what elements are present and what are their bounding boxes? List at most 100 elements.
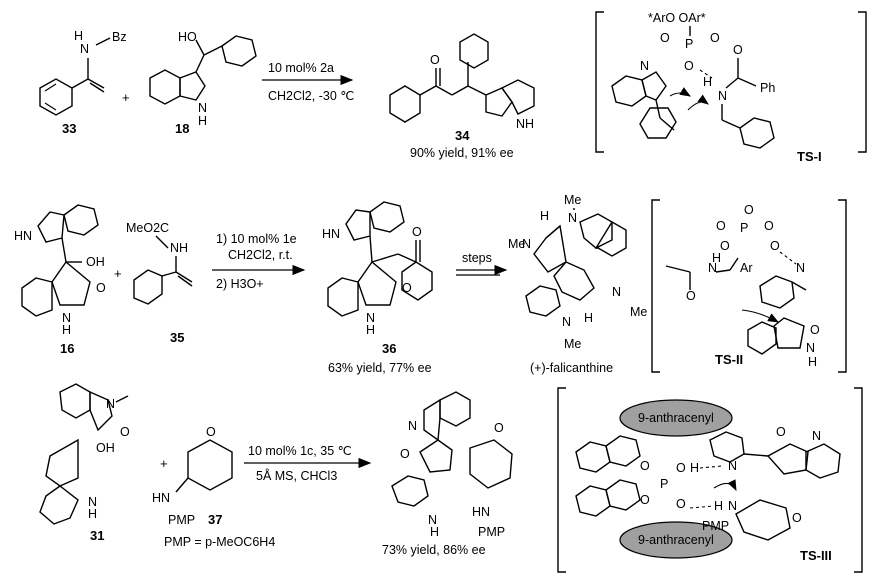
pmp-definition: PMP = p-MeOC6H4 [164, 535, 275, 549]
svg-text:N: N [708, 261, 717, 275]
compound-35-ester-label: MeO2C [126, 221, 169, 235]
svg-text:H: H [540, 209, 549, 223]
compound-31-label: 31 [90, 528, 104, 543]
anthracenyl-bottom-ellipse [619, 521, 733, 559]
compound-33-bz-label: Bz [112, 30, 127, 44]
svg-text:Me: Me [564, 337, 581, 351]
svg-text:O: O [402, 281, 412, 295]
svg-text:N: N [728, 459, 737, 473]
svg-text:N: N [562, 315, 571, 329]
row2-result: 63% yield, 77% ee [328, 361, 432, 375]
svg-text:O: O [400, 447, 410, 461]
svg-text:H: H [690, 461, 699, 475]
svg-text:O: O [96, 281, 106, 295]
svg-text:O: O [660, 31, 670, 45]
svg-text:Me: Me [508, 237, 525, 251]
svg-text:PMP: PMP [168, 513, 195, 527]
svg-text:HN: HN [322, 227, 340, 241]
falicanthine-structure: Me N H N Me N Me H N Me [508, 193, 647, 351]
svg-text:O: O [764, 219, 774, 233]
svg-text:O: O [686, 289, 696, 303]
svg-text:O: O [716, 219, 726, 233]
compound-35-label: 35 [170, 330, 184, 345]
svg-text:N: N [62, 311, 71, 325]
falicanthine-name: (+)-falicanthine [530, 361, 613, 375]
svg-text:N: N [812, 429, 821, 443]
row3-condition-additives: 5Å MS, CHCl3 [256, 468, 337, 483]
ts-i-label: TS-I [797, 149, 822, 164]
compound-34-label: 34 [455, 128, 470, 143]
svg-text:N: N [88, 495, 97, 509]
row3-result: 73% yield, 86% ee [382, 543, 486, 557]
svg-text:Me: Me [630, 305, 647, 319]
ts-ii-label: TS-II [715, 352, 743, 367]
row1-condition-solvent: CH2Cl2, -30 ℃ [268, 89, 354, 103]
compound-33-label: 33 [62, 121, 76, 136]
svg-text:O: O [720, 239, 730, 253]
compound-38-product-structure: N O O N H HN PMP [391, 391, 513, 539]
svg-text:O: O [684, 59, 694, 73]
compound-37-structure: O HN PMP [152, 425, 233, 527]
svg-text:N: N [568, 211, 577, 225]
svg-text:O: O [776, 425, 786, 439]
row1-result: 90% yield, 91% ee [410, 146, 514, 160]
ts-iii-bracket [557, 387, 863, 573]
svg-text:HN: HN [472, 505, 490, 519]
compound-33-structure: N H [39, 29, 111, 116]
svg-text:O: O [792, 511, 802, 525]
svg-text:N: N [612, 285, 621, 299]
svg-text:N: N [366, 311, 375, 325]
svg-text:NH: NH [516, 117, 534, 131]
ts-i-structure: P O O O H N O Ph N [611, 26, 775, 149]
svg-text:H: H [584, 311, 593, 325]
svg-text:O: O [494, 421, 504, 435]
svg-text:N: N [106, 397, 115, 411]
ts-iii-label: TS-III [800, 548, 832, 563]
plus-sign-1: + [122, 90, 130, 105]
compound-18-label: 18 [175, 121, 189, 136]
svg-text:N: N [796, 261, 805, 275]
svg-text:O: O [733, 43, 743, 57]
svg-text:H: H [74, 29, 83, 43]
svg-text:H: H [703, 75, 712, 89]
compound-34-structure: O [389, 33, 535, 123]
svg-text:OH: OH [96, 441, 115, 455]
compound-35-structure: NH [133, 235, 193, 305]
svg-text:N: N [522, 237, 531, 251]
svg-text:H: H [62, 323, 71, 337]
svg-text:N: N [198, 101, 207, 115]
svg-text:NH: NH [170, 241, 188, 255]
svg-text:PMP: PMP [702, 519, 729, 533]
svg-text:O: O [120, 425, 130, 439]
compound-16-structure: HN OH O N H [14, 204, 106, 337]
anthracenyl-bottom-label: 9-anthracenyl [638, 533, 714, 547]
compound-16-label: 16 [60, 341, 74, 356]
compound-37-label: 37 [208, 512, 222, 527]
svg-text:N: N [806, 341, 815, 355]
row1-condition-catalyst: 10 mol% 2a [268, 61, 334, 75]
svg-text:H: H [366, 323, 375, 337]
svg-text:Ph: Ph [760, 81, 775, 95]
svg-text:HN: HN [14, 229, 32, 243]
svg-text:Ar: Ar [740, 261, 753, 275]
compound-18-structure: HO N H [149, 30, 257, 128]
svg-text:O: O [810, 323, 820, 337]
ts-ii-structure: O P O O O O H N O Ar N O H N [665, 203, 820, 369]
svg-text:N: N [428, 513, 437, 527]
anthracenyl-top-ellipse [619, 399, 733, 437]
svg-text:HO: HO [178, 30, 197, 44]
svg-text:O: O [206, 425, 216, 439]
svg-text:H: H [714, 499, 723, 513]
ts-ii-bracket [651, 199, 847, 373]
svg-text:O: O [640, 493, 650, 507]
svg-text:HN: HN [152, 491, 170, 505]
svg-text:H: H [88, 507, 97, 521]
svg-text:N: N [718, 89, 727, 103]
svg-text:P: P [660, 477, 668, 491]
svg-text:N: N [80, 42, 89, 56]
svg-text:OH: OH [86, 255, 105, 269]
svg-text:H: H [198, 114, 207, 128]
ts-i-bracket [595, 11, 867, 153]
svg-text:O: O [430, 53, 440, 67]
row2-condition-solvent: CH2Cl2, r.t. [228, 248, 293, 262]
